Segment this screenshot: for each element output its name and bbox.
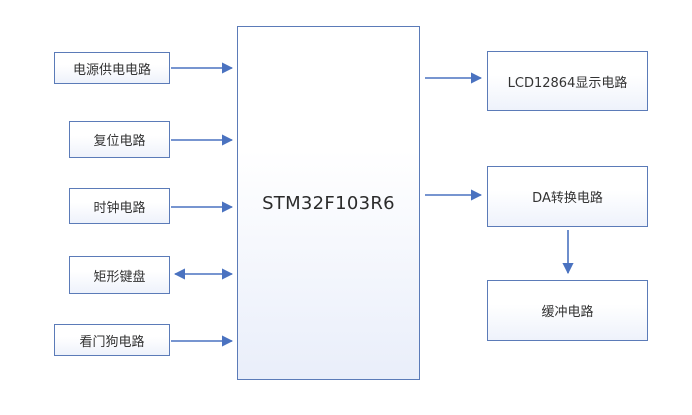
power-supply-circuit-label: 电源供电电路 bbox=[72, 62, 151, 78]
lcd-display-circuit-label: LCD12864显示电路 bbox=[507, 75, 628, 91]
buffer-circuit-label: 缓冲电路 bbox=[541, 305, 594, 320]
power-supply-circuit-box: 电源供电电路 bbox=[54, 52, 170, 84]
da-conversion-circuit-label: DA转换电路 bbox=[532, 191, 603, 206]
buffer-circuit-box: 缓冲电路 bbox=[487, 280, 648, 341]
da-conversion-circuit-box: DA转换电路 bbox=[487, 166, 648, 227]
matrix-keyboard-box: 矩形键盘 bbox=[69, 256, 170, 294]
watchdog-circuit-box: 看门狗电路 bbox=[54, 324, 170, 356]
mcu-block: STM32F103R6 bbox=[237, 26, 420, 380]
mcu-label: STM32F103R6 bbox=[262, 192, 395, 214]
lcd-display-circuit-box: LCD12864显示电路 bbox=[487, 51, 648, 111]
reset-circuit-box: 复位电路 bbox=[69, 121, 170, 158]
reset-circuit-label: 复位电路 bbox=[93, 134, 146, 149]
watchdog-circuit-label: 看门狗电路 bbox=[79, 334, 145, 350]
matrix-keyboard-label: 矩形键盘 bbox=[93, 269, 146, 285]
clock-circuit-label: 时钟电路 bbox=[93, 200, 146, 216]
clock-circuit-box: 时钟电路 bbox=[69, 188, 170, 224]
